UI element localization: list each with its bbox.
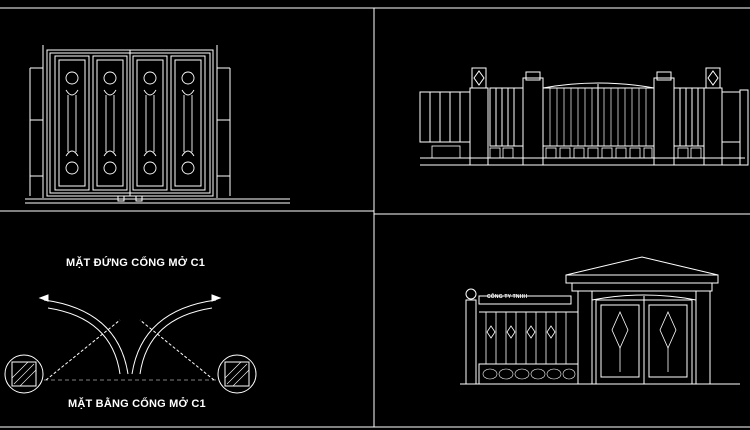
panel-dividers [0,7,750,428]
elevation-title: MẶT ĐỨNG CỔNG MỞ C1 [66,257,206,269]
gatehouse-sign-text: CÔNG TY TNHH [487,294,528,300]
gate-elevation-drawing [25,45,290,204]
gate-plan-drawing [4,294,257,394]
gatehouse-elevation-drawing [460,256,740,385]
plan-title: MẶT BẰNG CỔNG MỞ C1 [68,398,206,410]
fence-elevation-drawing [419,67,749,166]
